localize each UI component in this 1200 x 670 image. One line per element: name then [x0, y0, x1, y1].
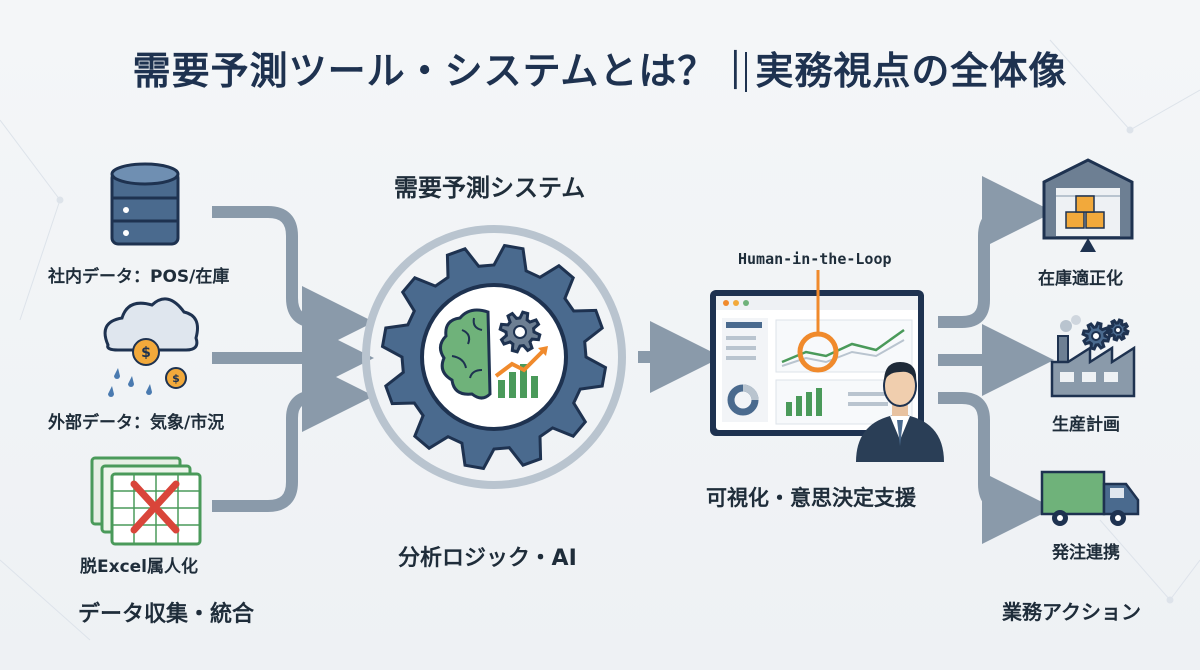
engine-title: 需要予測システム [394, 174, 586, 202]
svg-text:$: $ [172, 372, 180, 385]
hitl-magnifier [797, 331, 839, 373]
dashboard-caption: 可視化・意思決定支援 [706, 486, 916, 510]
gear-hole [1091, 331, 1101, 341]
gear-hole [1114, 326, 1122, 334]
input-section-label: データ収集・統合 [78, 602, 255, 627]
delivery-truck-icon [1040, 470, 1140, 526]
title-separator [745, 52, 747, 92]
growth-chart-icon [494, 346, 548, 398]
factory-gear-icon [1081, 318, 1130, 351]
businessperson-icon [856, 362, 944, 462]
brain-icon [439, 308, 492, 400]
engine-caption: 分析ロジック・AI [398, 546, 577, 571]
spreadsheet-cross-icon [90, 456, 202, 546]
factory-icon [1050, 315, 1136, 398]
inventory-label: 在庫適正化 [1038, 269, 1123, 289]
ordering-label: 発注連携 [1052, 543, 1120, 563]
gear-hole [513, 325, 527, 339]
input-arrows [212, 206, 374, 512]
small-gear-icon [498, 310, 542, 354]
database-icon [110, 162, 180, 246]
hitl-label: Human-in-the-Loop [738, 250, 892, 268]
svg-text:$: $ [141, 345, 151, 361]
output-section-label: 業務アクション [1002, 600, 1141, 624]
warehouse-icon [1042, 158, 1134, 252]
weather-market-icon: $ $ [103, 297, 199, 397]
page-title: 需要予測ツール・システムとは？｜実務視点の全体像 [132, 49, 1068, 93]
external-data-label: 外部データ：気象/市況 [48, 413, 225, 433]
internal-data-label: 社内データ：POS/在庫 [48, 267, 230, 287]
dashboard-monitor [710, 290, 924, 436]
excel-label: 脱Excel属人化 [80, 557, 199, 577]
production-label: 生産計画 [1052, 415, 1120, 435]
engine-ring [362, 225, 626, 489]
output-arrows [938, 176, 1054, 544]
background-network [0, 39, 1200, 641]
